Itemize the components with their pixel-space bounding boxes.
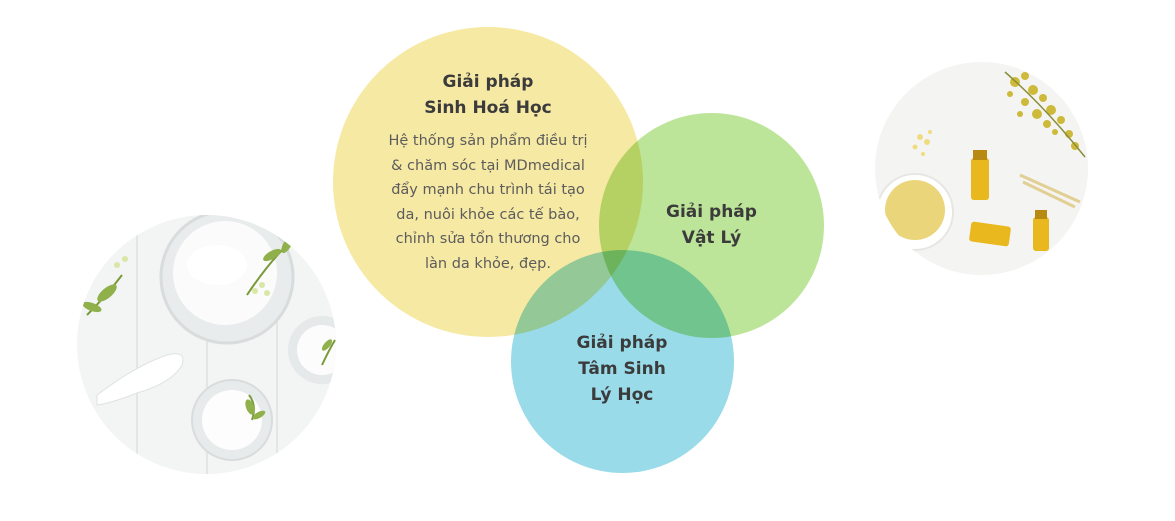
biochemical-solution-description: Hệ thống sản phẩm điều trị & chăm sóc tạ…	[365, 129, 611, 276]
description-line: & chăm sóc tại MDmedical	[391, 157, 585, 174]
physical-solution-title: Giải pháp Vật Lý	[629, 199, 794, 251]
title-line: Giải pháp	[576, 333, 668, 353]
title-line: Sinh Hoá Học	[424, 98, 552, 118]
skincare-cream-jars-photo	[77, 215, 336, 474]
title-line: Giải pháp	[442, 72, 534, 92]
essential-oils-photo	[875, 62, 1088, 275]
title-line: Vật Lý	[681, 228, 742, 248]
description-line: đẩy mạnh chu trình tái tạo	[391, 182, 585, 198]
title-line: Lý Học	[590, 385, 654, 405]
psychophysiology-solution-circle	[511, 250, 734, 473]
title-line: Giải pháp	[666, 202, 757, 222]
biochemical-solution-title: Giải pháp Sinh Hoá Học	[393, 69, 583, 121]
psychophysiology-solution-title: Giải pháp Tâm Sinh Lý Học	[552, 330, 692, 408]
title-line: Tâm Sinh	[578, 359, 666, 379]
description-line: chỉnh sửa tổn thương cho	[395, 231, 581, 247]
description-line: làn da khỏe, đẹp.	[425, 255, 551, 272]
description-line: da, nuôi khỏe các tế bào,	[396, 206, 580, 223]
description-line: Hệ thống sản phẩm điều trị	[388, 133, 588, 149]
